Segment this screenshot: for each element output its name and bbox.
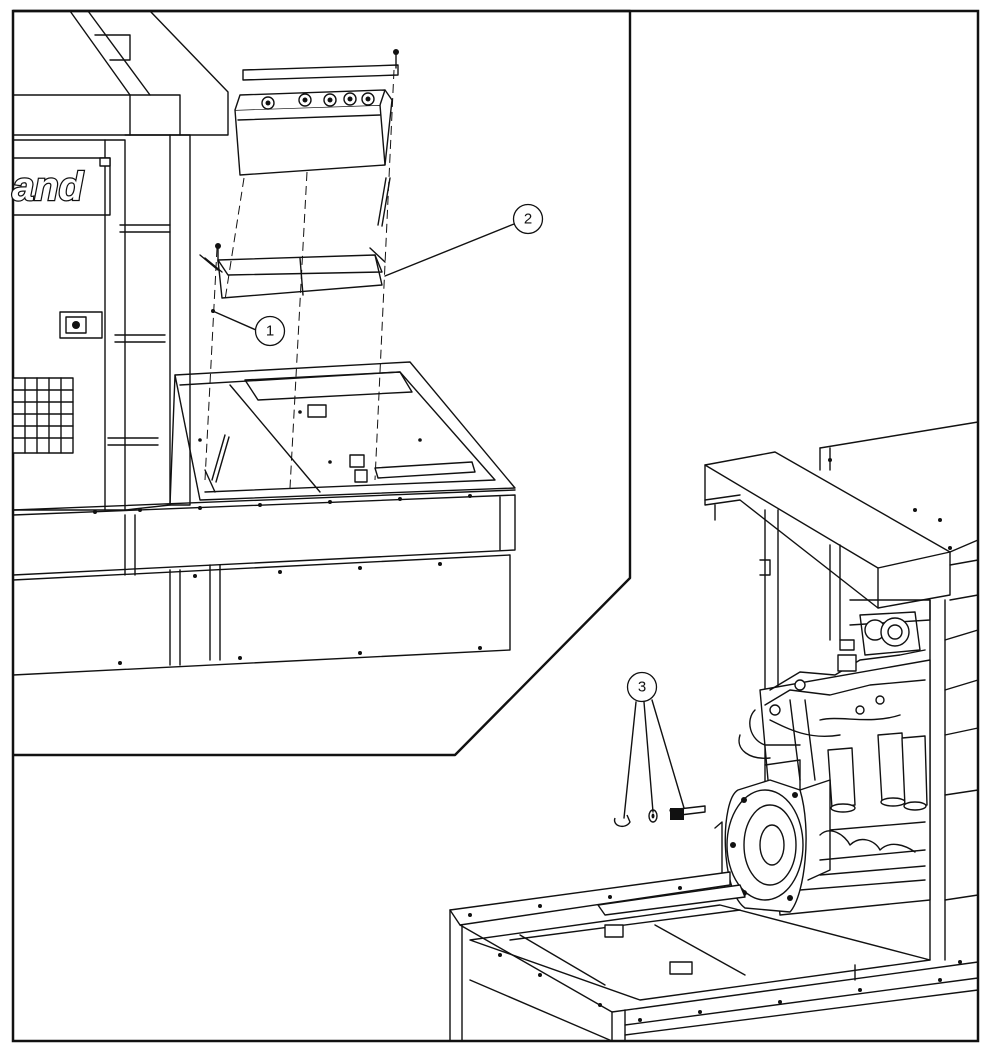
inset-detail-border — [13, 9, 632, 757]
callout-3: 3 — [626, 671, 658, 703]
ventilation-grille — [12, 377, 74, 454]
enclosure-side-panel: and — [11, 10, 229, 511]
mounting-hardware — [613, 805, 706, 828]
callout-3-label: 3 — [638, 679, 646, 696]
battery — [234, 49, 399, 227]
battery-tray — [199, 243, 386, 299]
flywheel-housing — [714, 779, 831, 913]
brand-logo-text: and — [12, 165, 85, 209]
callout-leaders — [211, 223, 685, 819]
battery-compartment — [169, 361, 516, 506]
callout-1-label: 1 — [266, 323, 274, 340]
callout-1: 1 — [254, 315, 286, 347]
battery-hold-down-bar — [242, 64, 399, 81]
callout-2-label: 2 — [524, 211, 532, 228]
callout-2: 2 — [512, 203, 544, 235]
main-base-frame — [449, 871, 979, 1042]
inset-base-frame — [12, 489, 516, 676]
alignment-lines — [204, 69, 395, 489]
